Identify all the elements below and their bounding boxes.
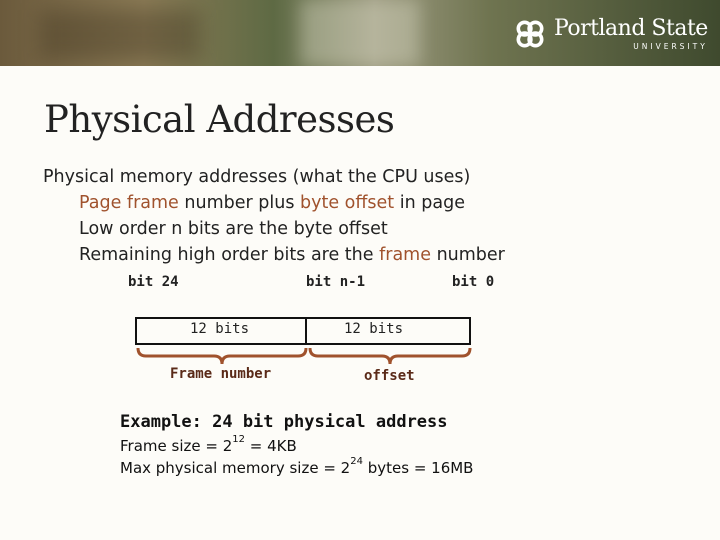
text-segment: = 4KB [244,437,297,455]
text-segment: bytes = 16MB [362,459,474,477]
bullet-main: Physical memory addresses (what the CPU … [43,167,471,187]
header-banner: Portland State UNIVERSITY [0,0,720,66]
exponent: 24 [350,456,363,467]
logo-name: Portland State [554,15,708,41]
address-register-box [135,317,471,345]
frame-bits-label: 12 bits [190,321,250,337]
bit-n-1-label: bit n-1 [306,274,366,290]
text-segment: number plus [178,193,300,213]
university-logo: Portland State UNIVERSITY [512,14,708,54]
highlight-frame: frame [379,245,431,265]
logo-subtitle: UNIVERSITY [633,41,708,51]
example-heading: Example: 24 bit physical address [120,412,448,432]
bullet-list: Physical memory addresses (what the CPU … [43,164,505,268]
frame-number-label: Frame number [170,366,272,382]
text-segment: in page [394,193,465,213]
sub-bullet-1: Page frame number plus byte offset in pa… [43,190,505,216]
offset-label: offset [364,368,415,384]
banner-photo-shade [40,10,200,60]
offset-brace [308,347,472,365]
sub-bullet-2: Low order n bits are the byte offset [79,219,388,239]
text-segment: Max physical memory size = 2 [120,459,351,477]
offset-bits-label: 12 bits [344,321,404,337]
exponent: 12 [232,434,245,445]
text-segment: Remaining high order bits are the [79,245,380,265]
highlight-page-frame: Page frame [79,193,179,213]
banner-photo-highlight [300,0,420,66]
highlight-byte-offset: byte offset [300,193,395,213]
text-segment: Frame size = 2 [120,437,233,455]
psu-mark-icon [516,20,544,48]
frame-brace [136,347,308,365]
bit-0-label: bit 0 [452,274,495,290]
example-max-memory: Max physical memory size = 224 bytes = 1… [120,456,474,477]
bit-24-label: bit 24 [128,274,179,290]
example-frame-size: Frame size = 212 = 4KB [120,434,297,455]
sub-bullet-3: Remaining high order bits are the frame … [43,242,505,268]
text-segment: number [431,245,505,265]
slide-title: Physical Addresses [44,98,395,141]
